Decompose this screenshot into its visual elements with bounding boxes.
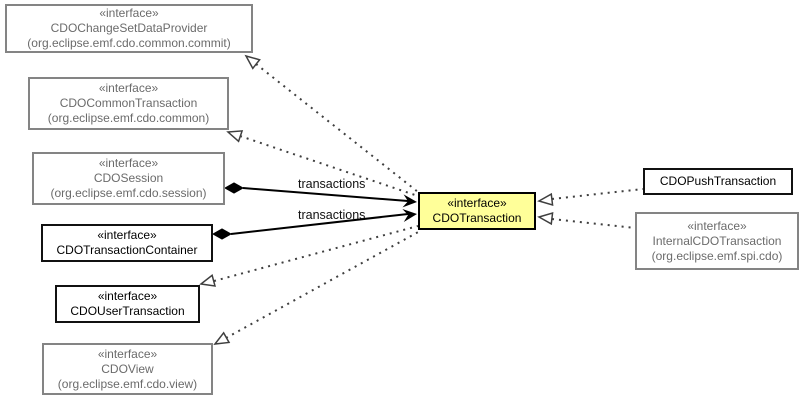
edge-line (242, 187, 409, 202)
node-cdo-user-transaction[interactable]: «interface» CDOUserTransaction (55, 285, 200, 323)
stereotype-label: «interface» (97, 346, 158, 361)
class-name: CDOTransactionContainer (56, 243, 198, 257)
edge-line (255, 63, 419, 193)
class-name: CDOPushTransaction (659, 174, 777, 188)
class-name: CDOSession (93, 171, 164, 185)
node-cdo-view[interactable]: «interface» CDOView (org.eclipse.emf.cdo… (42, 343, 213, 395)
node-cdo-push-transaction[interactable]: CDOPushTransaction (643, 168, 793, 195)
node-cdo-session[interactable]: «interface» CDOSession (org.eclipse.emf.… (32, 152, 225, 205)
package-label: (org.eclipse.emf.cdo.view) (57, 376, 198, 391)
package-label: (org.eclipse.emf.cdo.common.commit) (27, 36, 231, 50)
node-cdo-transaction[interactable]: «interface» CDOTransaction (418, 192, 536, 230)
stereotype-label: «interface» (97, 228, 157, 242)
class-name: InternalCDOTransaction (652, 233, 782, 248)
class-name: CDOCommonTransaction (59, 96, 198, 110)
edge-line (551, 188, 644, 200)
stereotype-label: «interface» (99, 6, 159, 20)
edge-label-transactions-session: transactions (298, 177, 366, 191)
edge-composition-container-transactions (211, 209, 417, 240)
arrowhead (402, 194, 417, 208)
edge-line (213, 225, 419, 282)
composition-diamond (223, 182, 245, 194)
hollow-triangle-arrowhead (199, 274, 216, 287)
class-name: CDOTransaction (432, 211, 522, 225)
edge-composition-session-transactions (223, 182, 417, 208)
hollow-triangle-arrowhead (537, 192, 554, 207)
edge-generalization-internal-transaction (537, 211, 636, 229)
node-cdo-transaction-container[interactable]: «interface» CDOTransactionContainer (41, 224, 213, 262)
hollow-triangle-arrowhead (244, 54, 261, 70)
edge-line (551, 218, 636, 229)
hollow-triangle-arrowhead (226, 130, 244, 143)
edge-generalization-view (213, 230, 421, 345)
stereotype-label: «interface» (687, 218, 747, 233)
composition-diamond (211, 228, 233, 240)
package-label: (org.eclipse.emf.spi.cdo) (651, 248, 783, 263)
node-internal-cdo-transaction[interactable]: «interface» InternalCDOTransaction (org.… (635, 212, 799, 270)
stereotype-label: «interface» (98, 81, 159, 95)
hollow-triangle-arrowhead (537, 211, 554, 226)
class-name: CDOChangeSetDataProvider (50, 21, 208, 35)
edge-generalization-push-transaction (537, 188, 644, 207)
hollow-triangle-arrowhead (213, 331, 231, 345)
class-name: CDOUserTransaction (70, 304, 185, 318)
node-cdo-common-transaction[interactable]: «interface» CDOCommonTransaction (org.ec… (28, 77, 229, 130)
arrowhead (402, 209, 417, 222)
edge-label-transactions-container: transactions (298, 208, 366, 222)
node-cdo-change-set-data-provider[interactable]: «interface» CDOChangeSetDataProvider (or… (5, 4, 253, 53)
class-name: CDOView (101, 361, 154, 376)
edge-generalization-common-transaction (226, 130, 419, 197)
stereotype-label: «interface» (98, 156, 159, 170)
package-label: (org.eclipse.emf.cdo.session) (50, 186, 207, 200)
package-label: (org.eclipse.emf.cdo.common) (47, 111, 210, 125)
edge-line (225, 230, 421, 339)
edge-line (230, 213, 409, 235)
stereotype-label: «interface» (447, 196, 507, 210)
edge-generalization-user-transaction (199, 225, 419, 287)
edge-generalization-change-set-data-provider (244, 54, 419, 193)
stereotype-label: «interface» (97, 289, 158, 303)
